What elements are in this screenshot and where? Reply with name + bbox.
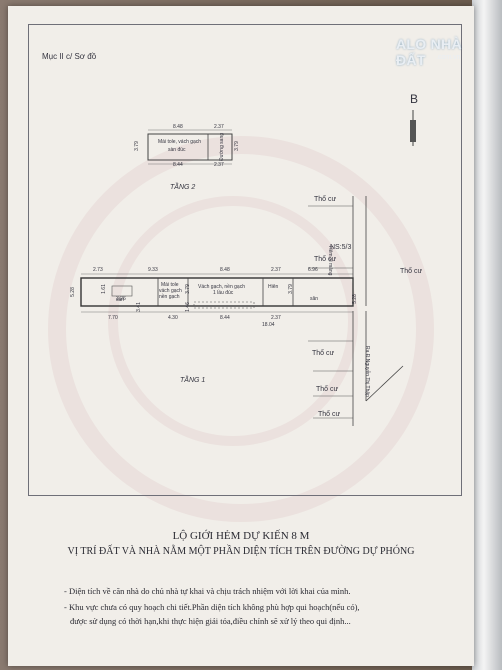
f1-inner-dim-5: 1.46: [184, 302, 191, 312]
caption-line-2: VỊ TRÍ ĐẤT VÀ NHÀ NẰM MỘT PHẦN DIỆN TÍCH…: [67, 546, 415, 557]
f2-dim-side-right: 3.79: [233, 141, 240, 151]
f1-inner-dim-6: 1.61: [100, 284, 107, 294]
tho-cu-5: Thổ cư: [316, 386, 339, 393]
f1-label-main-1: Vách gạch, nền gạch: [198, 284, 245, 290]
tho-cu-3: Thổ cư: [400, 268, 423, 275]
section-label: Mục II c/ Sơ đồ: [42, 52, 97, 61]
f1-inner-dim-4: 3.79: [287, 284, 294, 294]
ns-label: NS:5/3: [330, 244, 352, 251]
f1-label-roof-3: nền gạch: [159, 294, 180, 300]
floor2-outline: [147, 133, 233, 161]
marker-b: B: [410, 92, 419, 106]
f1-label-san-2: sân: [310, 296, 319, 302]
f1-bottom-dim-5: 18.04: [262, 322, 275, 328]
tho-cu-2: Thổ cư: [314, 256, 337, 263]
f2-dim-side-left: 3.79: [133, 141, 140, 151]
f1-top-dim-4: 2.37: [271, 267, 281, 273]
f2-stair-label: Đường sang: [219, 132, 226, 162]
binder-ring: [472, 0, 502, 670]
diagram-frame: [28, 24, 462, 496]
marker-b-bar: [410, 120, 416, 142]
f1-inner-dim-3: 3.79: [184, 284, 191, 294]
note-2: - Khu vực chưa có quy hoạch chi tiết.Phầ…: [64, 602, 360, 612]
note-1: - Diện tích về căn nhà do chủ nhà tự kha…: [64, 586, 351, 596]
f1-label-roof-1: Mái tole: [161, 282, 179, 288]
f1-bottom-dim-3: 8.44: [220, 315, 230, 321]
f2-dim-top-left: 8.48: [173, 124, 183, 130]
f1-bottom-dim-4: 2.37: [271, 315, 281, 321]
f1-side-right: 5.28: [351, 294, 358, 304]
f1-bottom-dim-2: 4.30: [168, 315, 178, 321]
f1-top-dim-1: 2.73: [93, 267, 103, 273]
f1-label-roof-2: vách gạch: [159, 288, 182, 294]
alley-label: Hẻm xi măng: [327, 246, 333, 276]
f2-room-label-1: Mái tole, vách gạch: [158, 139, 202, 145]
brand-watermark: ALO NHÀ ĐẤT: [396, 36, 462, 68]
f1-label-hien: Hiên: [268, 284, 279, 290]
f1-top-dim-5: 6.96: [308, 267, 318, 273]
f2-title: TẦNG 2: [170, 184, 196, 191]
f1-top-dim-3: 8.48: [220, 267, 230, 273]
note-3: được sử dụng có thời hạn,khi thực hiện g…: [70, 616, 351, 626]
f1-title: TẦNG 1: [180, 377, 206, 384]
f1-top-dim-2: 9.33: [148, 267, 158, 273]
f1-label-san-1: sân: [116, 297, 125, 303]
f2-dim-top-right: 2.37: [214, 124, 224, 130]
f1-inner-dim-2: 3.41: [135, 302, 142, 312]
f1-inner-dim-1: 3.26: [116, 296, 126, 302]
f2-dim-bottom-right: 2.37: [214, 162, 224, 168]
site-plan-drawing: [80, 110, 416, 426]
caption-line-1: LỘ GIỚI HẺM DỰ KIẾN 8 M: [172, 530, 310, 542]
f2-dim-bottom-left: 8.44: [173, 162, 183, 168]
brand-domain: .com.vn: [436, 54, 461, 61]
road-label: Ra Đ.Nguyễn Thị Thập: [364, 346, 370, 397]
tho-cu-1: Thổ cư: [314, 196, 337, 203]
tho-cu-4: Thổ cư: [312, 350, 335, 357]
f1-side-left: 5.28: [69, 287, 76, 297]
f1-bottom-dim-1: 7.70: [108, 315, 118, 321]
f1-label-main-2: 1 lầu đúc: [213, 290, 234, 296]
f2-room-label-2: sàn đúc: [168, 147, 186, 153]
document-page: Mục II c/ Sơ đồ B 8.48 2.37: [8, 6, 474, 666]
tho-cu-6: Thổ cư: [318, 411, 341, 418]
